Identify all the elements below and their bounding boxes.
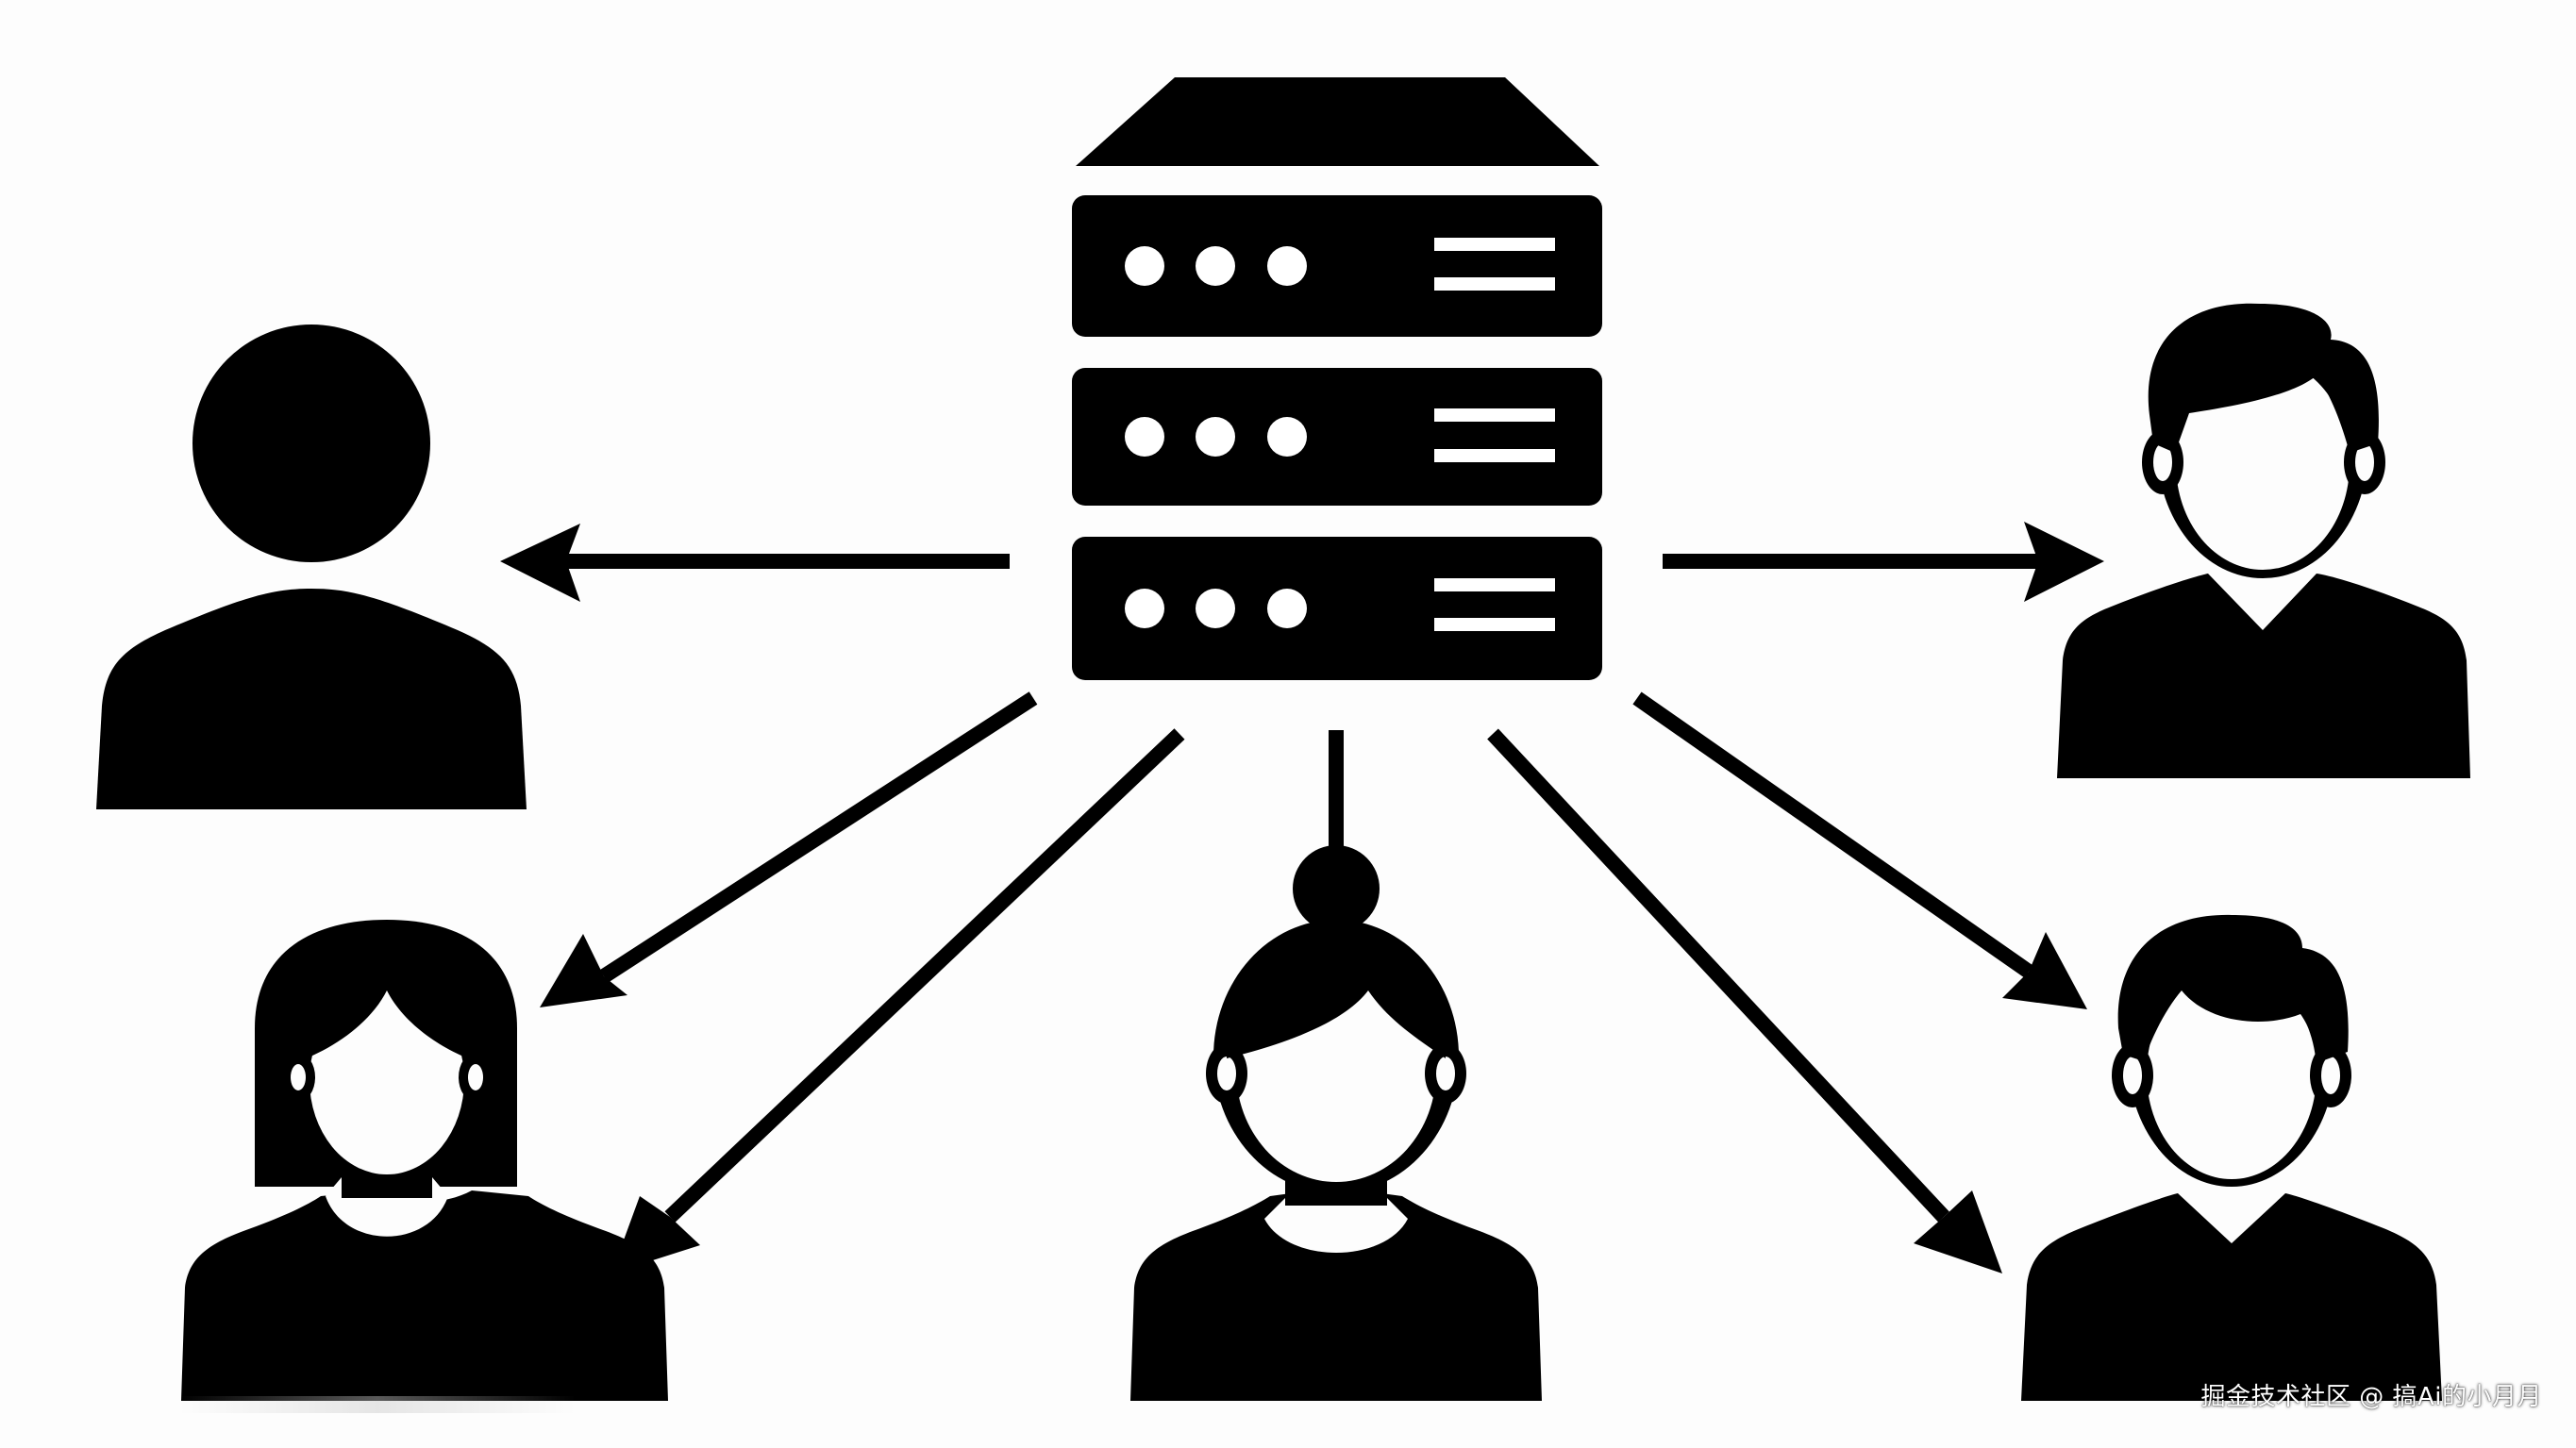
drive-slot — [1434, 238, 1555, 251]
floor-shadow — [179, 1396, 576, 1413]
led-indicator — [1196, 246, 1235, 286]
person-body — [181, 1190, 668, 1401]
person-head — [192, 325, 430, 562]
server-unit-3 — [1072, 537, 1602, 680]
user-right-man-icon — [2057, 303, 2470, 778]
drive-slot — [1434, 277, 1555, 291]
connection-arrows — [500, 522, 2104, 1273]
arrow-to-user-left — [500, 524, 1010, 602]
server-unit-1 — [1072, 195, 1602, 337]
drive-slot — [1434, 449, 1555, 462]
led-indicator — [1196, 417, 1235, 457]
user-bottom-right-man-icon — [2021, 914, 2442, 1401]
server-top-cap — [1076, 77, 1599, 166]
led-indicator — [1267, 417, 1307, 457]
led-indicator — [1125, 589, 1164, 628]
arrow-to-user-bottom-left-outer — [540, 691, 1038, 1007]
led-indicator — [1125, 246, 1164, 286]
server-icon — [1072, 77, 1602, 680]
person-body — [2057, 574, 2470, 778]
hair-icon — [2117, 914, 2349, 1061]
person-body — [2021, 1193, 2442, 1401]
led-indicator — [1125, 417, 1164, 457]
user-left-person-icon — [96, 325, 527, 809]
led-indicator — [1267, 589, 1307, 628]
led-indicator — [1196, 589, 1235, 628]
watermark-text: 掘金技术社区 @ 搞Ai的小月月 — [2200, 1383, 2542, 1411]
arrow-to-user-bottom-right-outer — [1632, 691, 2087, 1009]
arrow-to-user-right — [1663, 522, 2104, 602]
hair-icon — [2148, 303, 2379, 453]
arrow-to-user-bottom-right-inner — [1487, 728, 2002, 1273]
user-bottom-left-woman-icon — [181, 920, 668, 1401]
user-bottom-center-woman-icon — [1130, 845, 1542, 1401]
drive-slot — [1434, 408, 1555, 422]
drive-slot — [1434, 618, 1555, 631]
person-body — [1130, 1190, 1542, 1401]
drive-slot — [1434, 578, 1555, 591]
arrow-to-user-bottom-left-inner — [611, 728, 1185, 1273]
person-body — [96, 589, 527, 809]
hair-bun — [1293, 845, 1380, 932]
led-indicator — [1267, 246, 1307, 286]
server-unit-2 — [1072, 368, 1602, 506]
